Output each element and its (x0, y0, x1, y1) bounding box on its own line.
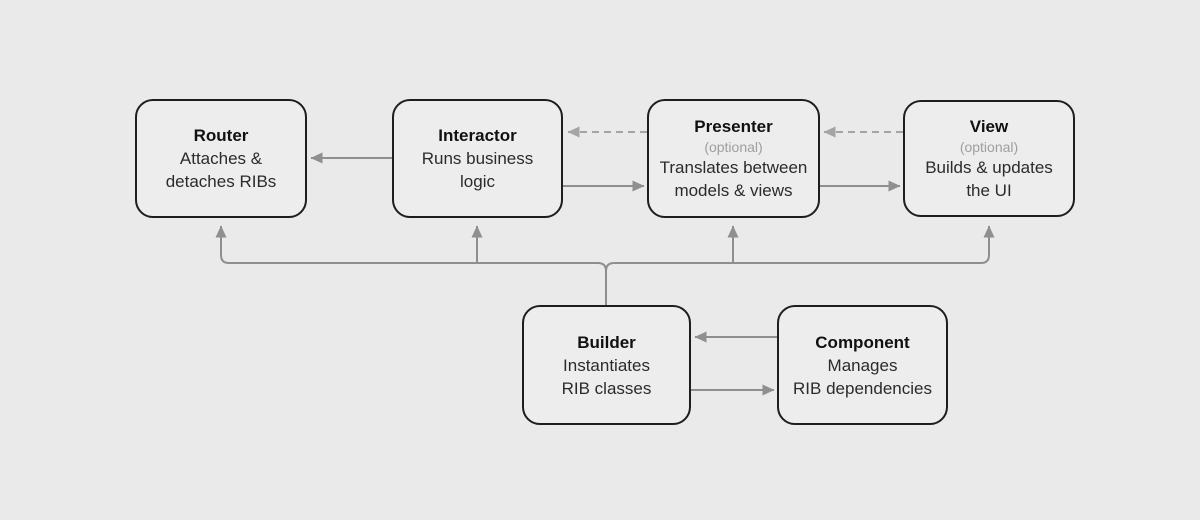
node-presenter-title: Presenter (694, 117, 773, 136)
node-builder-line2: RIB classes (561, 378, 652, 398)
arrow-builder-to-view (605, 225, 995, 305)
node-view-line2: the UI (966, 181, 1012, 200)
node-builder-line1: Instantiates (563, 355, 650, 375)
node-view-title: View (969, 117, 1009, 136)
node-view-line1: Builds & updates (925, 158, 1053, 177)
node-component: Component Manages RIB dependencies (777, 305, 948, 425)
node-view: View (optional) Builds & updates the UI (903, 100, 1075, 217)
node-builder: Builder Instantiates RIB classes (522, 305, 691, 425)
node-view-optional-label: (optional) (959, 139, 1019, 155)
node-router-line2: detaches RIBs (165, 172, 277, 191)
node-presenter-line1: Translates between (659, 158, 808, 177)
node-presenter-optional-label: (optional) (704, 139, 763, 155)
node-presenter: Presenter (optional) Translates between … (647, 99, 820, 218)
node-component-line2: RIB dependencies (793, 378, 932, 398)
node-router-line1: Attaches & (179, 149, 263, 168)
node-router-title: Router (193, 126, 249, 145)
node-interactor-line2: logic (460, 172, 495, 191)
node-presenter-line2: models & views (674, 181, 793, 200)
node-interactor-title: Interactor (438, 126, 517, 145)
node-component-line1: Manages (827, 355, 898, 375)
node-interactor: Interactor Runs business logic (392, 99, 563, 218)
arrow-builder-to-router (215, 225, 607, 305)
node-interactor-line1: Runs business (421, 149, 534, 168)
node-router: Router Attaches & detaches RIBs (135, 99, 307, 218)
node-builder-title: Builder (577, 332, 636, 352)
node-component-title: Component (815, 332, 910, 352)
